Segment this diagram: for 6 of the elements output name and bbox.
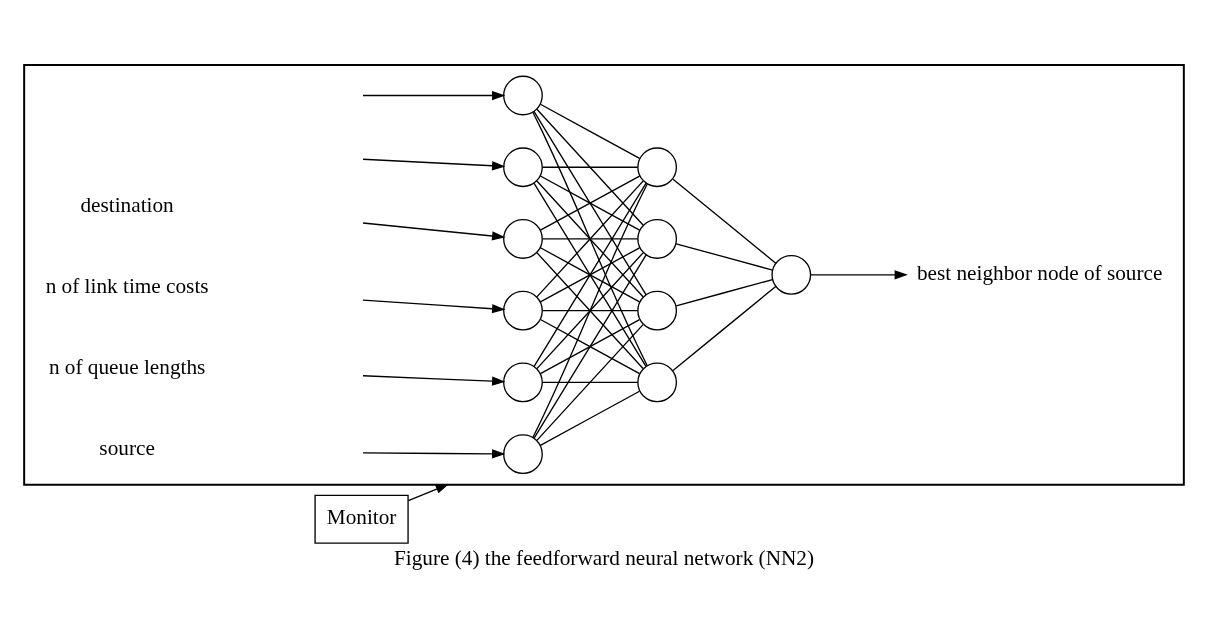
label: source <box>99 435 155 460</box>
label: n of link time costs <box>45 273 209 298</box>
node-text: best neighbor node of source <box>916 260 1163 285</box>
label: n of queue lengths <box>48 354 206 379</box>
label: destination <box>80 192 174 217</box>
caption: Figure (4) the feedforward neural network (NN2) <box>393 545 815 570</box>
